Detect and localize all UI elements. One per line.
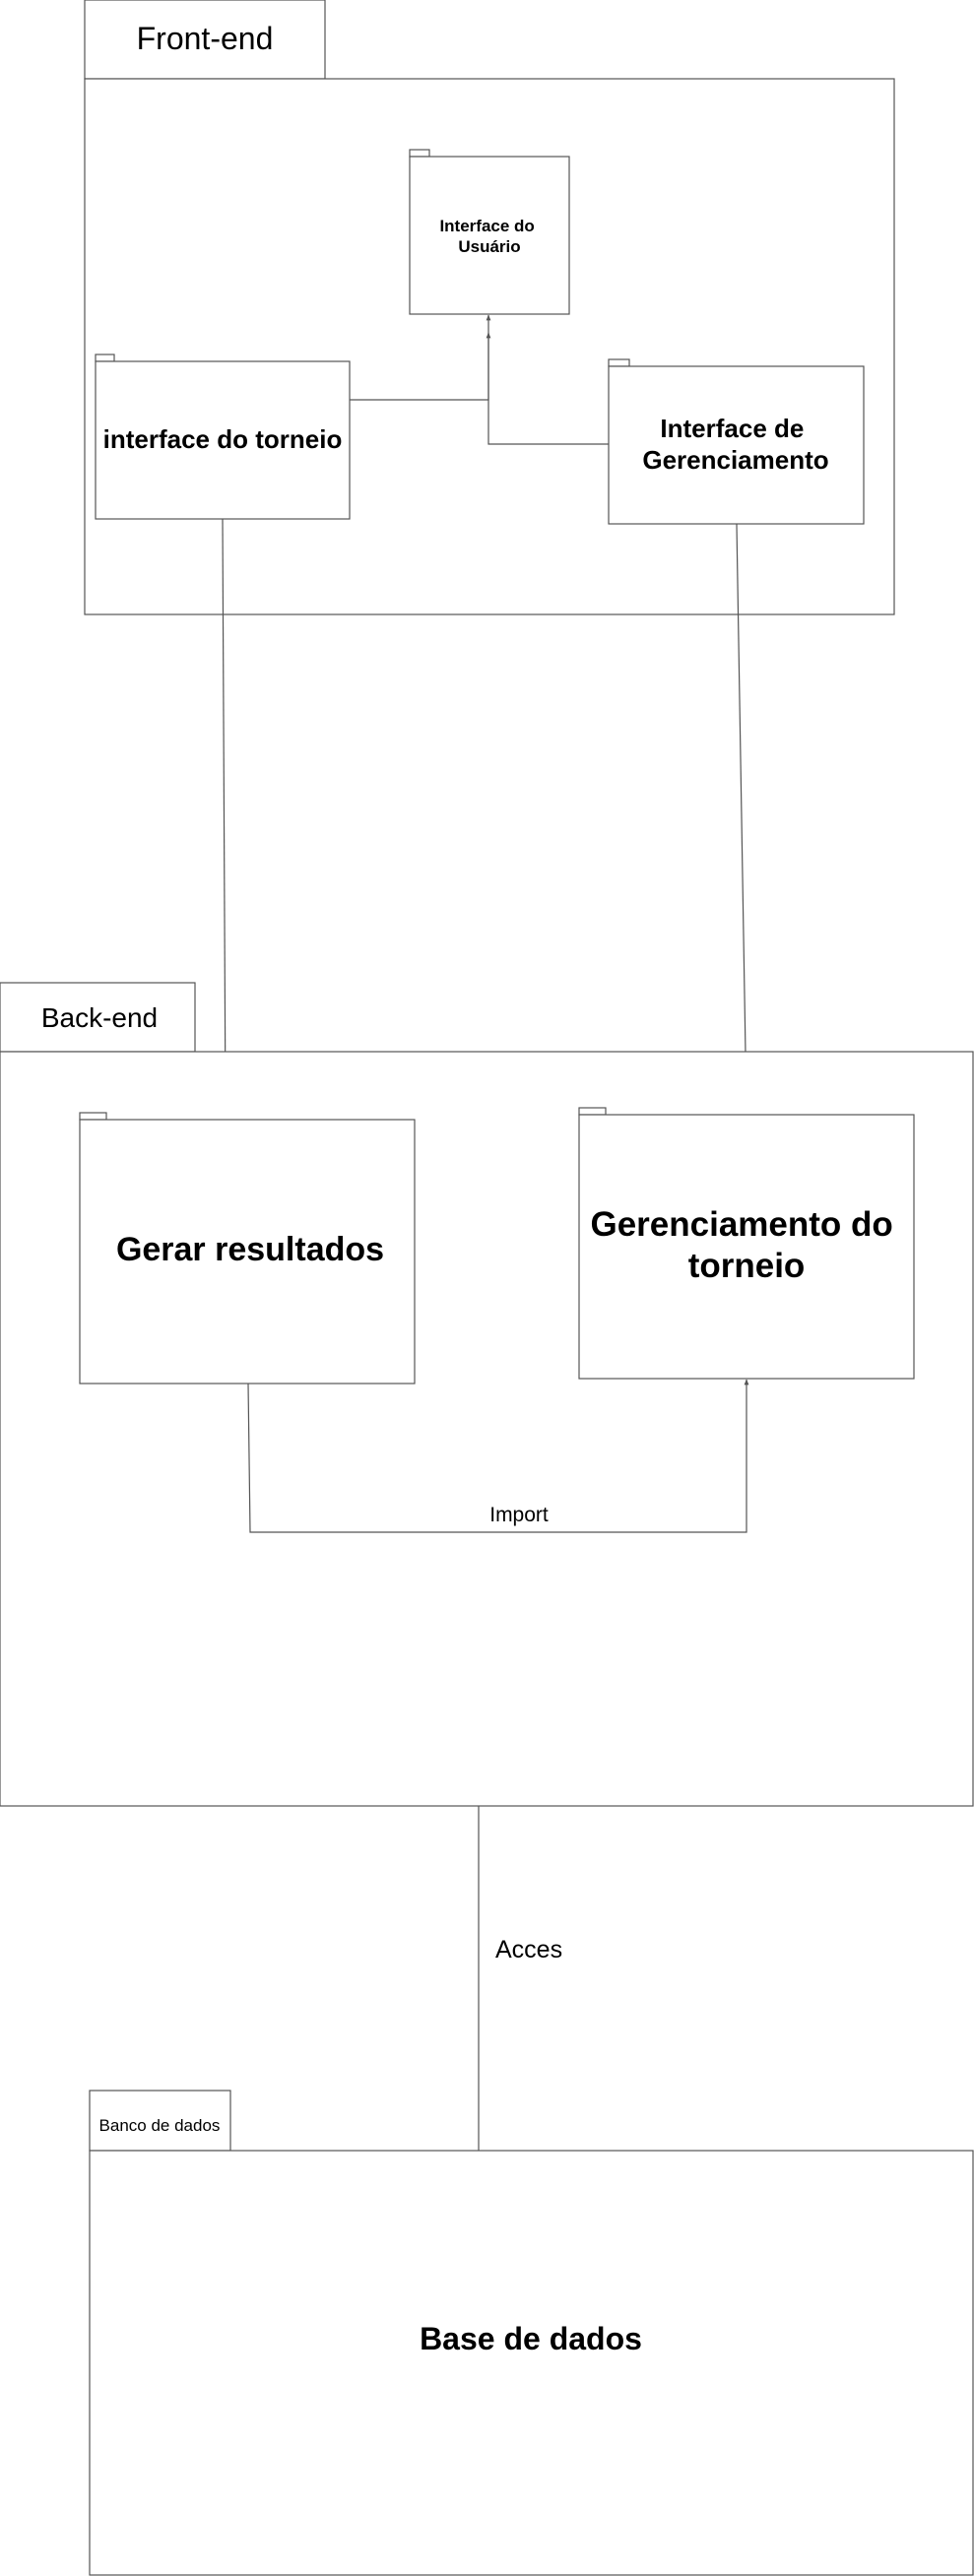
tournament-interface-component: interface do torneio [95, 354, 351, 520]
database-package-label: Banco de dados [99, 2116, 221, 2135]
access-label: Acces [495, 1936, 562, 1964]
database-package: Banco de dados Base de dados [89, 2090, 974, 2576]
management-to-user-connector [486, 332, 609, 445]
import-label: Import [489, 1504, 549, 1526]
frontend-package-label: Front-end [137, 21, 274, 56]
database-package-body [89, 2150, 974, 2576]
tournament-management-label: Gerenciamento do torneio [590, 1205, 902, 1285]
user-interface-label: Interface do Usuário [439, 217, 539, 256]
user-interface-tab [409, 149, 430, 158]
generate-results-tab [79, 1112, 107, 1121]
generate-results-label: Gerar resultados [116, 1231, 384, 1268]
management-interface-to-tournament-management-arrow [736, 523, 749, 1114]
tournament-interface-tab [95, 354, 115, 362]
user-interface-box [409, 156, 570, 315]
backend-package-label: Back-end [41, 1002, 158, 1033]
backend-package: Back-end [0, 982, 974, 1807]
management-interface-label: Interface de Gerenciamento [642, 414, 828, 475]
tournament-management-component: Gerenciamento do torneio [578, 1107, 915, 1380]
frontend-package-tab [84, 0, 326, 80]
tournament-management-tab [578, 1107, 607, 1116]
tournament-interface-box [95, 360, 351, 520]
tournament-management-box [578, 1114, 915, 1380]
management-interface-tab [608, 358, 630, 367]
backend-package-tab [0, 982, 196, 1053]
user-interface-component: Interface do Usuário [409, 149, 570, 315]
import-connector [247, 1379, 749, 1533]
data-base-label: Base de dados [420, 2321, 642, 2356]
management-interface-box [608, 365, 865, 525]
tournament-interface-to-results-arrow [222, 518, 228, 1119]
database-package-tab [89, 2090, 231, 2152]
generate-results-box [79, 1119, 416, 1385]
management-interface-component: Interface de Gerenciamento [608, 358, 865, 525]
tournament-interface-label: interface do torneio [103, 424, 343, 454]
generate-results-component: Gerar resultados [79, 1112, 416, 1385]
